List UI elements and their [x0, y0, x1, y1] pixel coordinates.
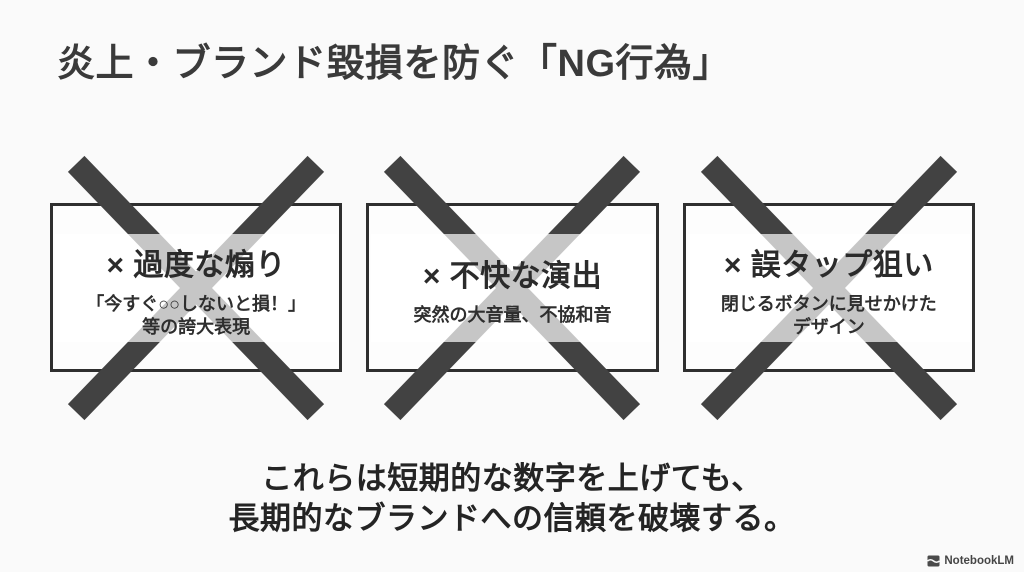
card-title: × 不快な演出	[422, 260, 603, 293]
card-content: × 不快な演出 突然の大音量、不協和音	[369, 206, 655, 369]
card-title: × 誤タップ狙い	[723, 248, 934, 282]
ng-card-mistap-bait: × 誤タップ狙い 閉じるボタンに見せかけた デザイン	[682, 155, 975, 420]
watermark-label: NotebookLM	[944, 555, 1014, 567]
card-description-line: 「今すぐ○○しないと損！」	[86, 293, 307, 314]
card-title: × 過度な煽り	[106, 248, 286, 282]
slide-title: 炎上・ブランド毀損を防ぐ「NG行為」	[57, 43, 732, 85]
ng-card-excessive-hype: × 過度な煽り 「今すぐ○○しないと損！」 等の誇大表現	[50, 155, 343, 420]
card-description-line: 等の誇大表現	[142, 316, 251, 337]
conclusion-line-2: 長期的なブランドへの信頼を破壊する。	[228, 501, 796, 536]
card-description: 突然の大音量、不協和音	[413, 304, 611, 327]
conclusion-text: これらは短期的な数字を上げても、 長期的なブランドへの信頼を破壊する。	[0, 459, 1024, 539]
card-content: × 過度な煽り 「今すぐ○○しないと損！」 等の誇大表現	[53, 206, 339, 369]
ng-card-unpleasant-effects: × 不快な演出 突然の大音量、不協和音	[366, 155, 659, 420]
card-description: 閉じるボタンに見せかけた デザイン	[721, 293, 937, 339]
card-description-line: 閉じるボタンに見せかけた	[720, 293, 937, 314]
ng-cards-row: × 過度な煽り 「今すぐ○○しないと損！」 等の誇大表現 × 不快な演出 突然の…	[50, 155, 975, 420]
watermark: NotebookLM	[927, 555, 1014, 567]
card-description-line: 突然の大音量、不協和音	[413, 305, 612, 325]
text-backdrop-band	[55, 234, 338, 342]
notebooklm-logo-icon	[927, 555, 941, 567]
text-backdrop-band	[687, 234, 970, 342]
card-content: × 誤タップ狙い 閉じるボタンに見せかけた デザイン	[686, 206, 972, 369]
card-description-line: デザイン	[792, 316, 865, 337]
text-backdrop-band	[371, 234, 654, 342]
conclusion-line-1: これらは短期的な数字を上げても、	[261, 461, 763, 496]
card-description: 「今すぐ○○しないと損！」 等の誇大表現	[86, 293, 306, 339]
